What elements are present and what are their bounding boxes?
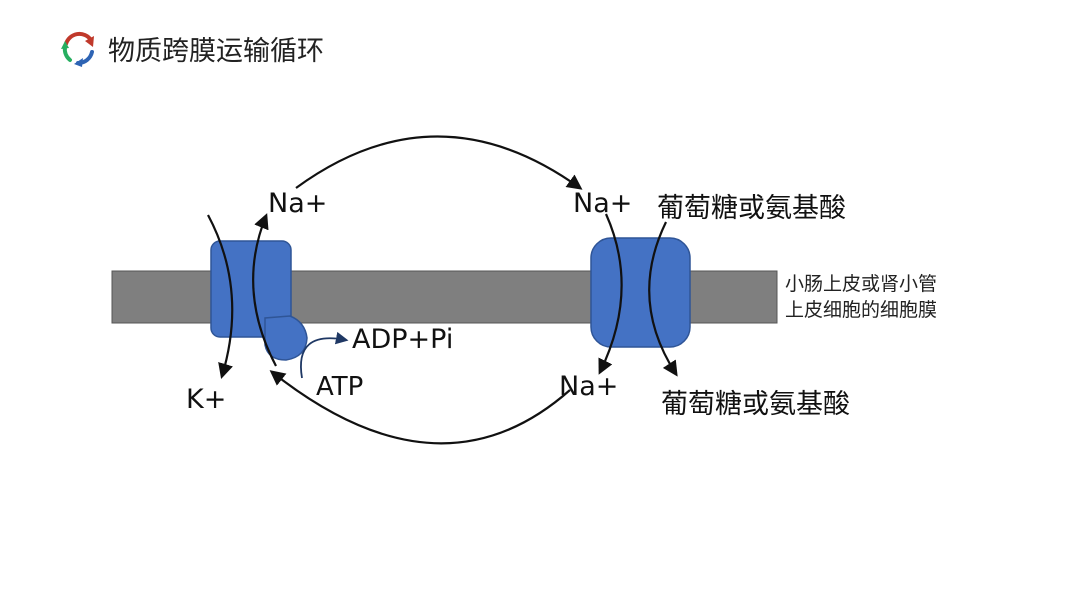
membrane-caption: 小肠上皮或肾小管 上皮细胞的细胞膜 xyxy=(785,271,937,323)
membrane-caption-line2: 上皮细胞的细胞膜 xyxy=(785,299,938,321)
na-pump-arrow xyxy=(252,213,277,367)
na-k-pump-protein xyxy=(210,240,292,338)
na-ion-label-right-top: Na+ xyxy=(573,188,633,219)
page-title: 物质跨膜运输循环 xyxy=(108,35,324,67)
cycle-arrows-icon xyxy=(61,31,94,67)
glucose-label-bottom: 葡萄糖或氨基酸 xyxy=(661,389,850,420)
k-ion-arrow xyxy=(207,214,234,379)
atp-binding-site xyxy=(264,315,308,361)
na-ion-label-left: Na+ xyxy=(268,188,328,219)
na-ion-label-right-bottom: Na+ xyxy=(559,371,619,402)
slide-header: 物质跨膜运输循环 xyxy=(58,28,324,68)
cotransporter-protein xyxy=(590,237,691,348)
na-cotransport-arrow xyxy=(598,213,623,375)
na-bottom-arc-arrow xyxy=(269,370,571,445)
glucose-cotransport-arrow xyxy=(648,221,678,377)
atp-label: ATP xyxy=(316,372,364,402)
na-top-arc-arrow xyxy=(295,135,583,190)
glucose-label-top: 葡萄糖或氨基酸 xyxy=(657,193,846,224)
k-ion-label: K+ xyxy=(186,384,227,415)
adp-pi-label: ADP+Pi xyxy=(352,324,454,355)
membrane-caption-line1: 小肠上皮或肾小管 xyxy=(785,273,938,295)
atp-hydrolysis-arrow xyxy=(300,331,349,379)
